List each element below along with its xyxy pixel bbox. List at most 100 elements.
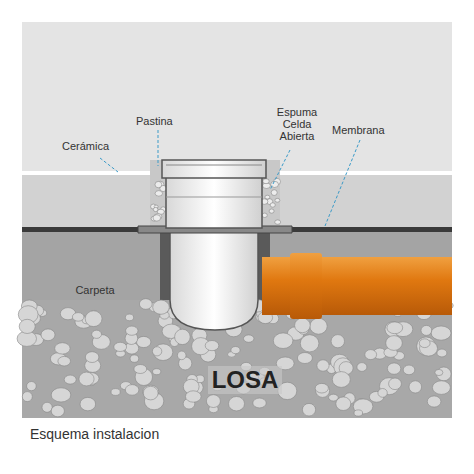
part-label: Membrana (332, 124, 385, 136)
pebble (153, 300, 170, 314)
pebble (336, 397, 351, 411)
pebble (432, 381, 450, 395)
pebble (437, 349, 447, 357)
pebble (295, 318, 311, 333)
pebble (186, 391, 202, 402)
carpeta-band: Carpeta (40, 280, 150, 300)
ceramic-bed (22, 175, 452, 227)
drain-bowl (170, 232, 258, 330)
body-line (166, 197, 262, 198)
pebble (125, 385, 139, 396)
caption: Esquema instalacion (30, 426, 159, 442)
part-label: Espuma Celda Abierta (268, 106, 326, 142)
pebble (58, 356, 71, 366)
pebble (435, 369, 443, 375)
pebble (143, 386, 158, 400)
pebble (64, 375, 76, 384)
pebble (253, 398, 266, 408)
pebble (175, 329, 191, 344)
node-label: Carpeta (75, 284, 114, 296)
pebble (19, 319, 35, 333)
pebble (271, 190, 277, 196)
pebble (389, 378, 402, 390)
pebble (270, 203, 275, 207)
pebble (153, 344, 172, 361)
pebble (317, 360, 329, 371)
pebble (378, 389, 387, 398)
pebble (55, 343, 70, 354)
background-panel (22, 22, 452, 418)
grate-line (166, 165, 262, 166)
pebble (365, 350, 377, 360)
pebble (111, 389, 120, 396)
pebble (427, 396, 441, 407)
pebble (302, 403, 315, 416)
pebble (431, 326, 451, 340)
pebble (41, 329, 55, 341)
pebble (153, 369, 161, 375)
pebble (316, 384, 330, 398)
pebble (263, 179, 269, 184)
pebble (357, 363, 367, 372)
pebble (269, 209, 274, 213)
pebble (331, 335, 344, 348)
pebble (177, 351, 186, 360)
part-label: Pastina (136, 115, 173, 127)
pebble (315, 383, 328, 393)
pebble (80, 397, 96, 410)
pebble (72, 313, 84, 322)
foam-grout (150, 160, 280, 227)
pebble (205, 341, 219, 351)
pebble (262, 213, 267, 217)
pebble (137, 336, 151, 347)
pebble (155, 181, 162, 187)
pebble (152, 347, 161, 356)
pebble (134, 365, 147, 374)
pebble (332, 372, 350, 388)
pebble (27, 382, 37, 391)
pebble (275, 198, 280, 202)
pebble (51, 405, 64, 417)
pebble (79, 372, 94, 386)
pebble (300, 335, 319, 352)
pebble (275, 220, 281, 224)
pebble (22, 392, 32, 402)
pebble (386, 336, 403, 351)
caption-bar (0, 418, 474, 474)
losa-band: LOSA (180, 360, 310, 400)
pebble (114, 342, 127, 351)
pebble (387, 363, 400, 374)
pebble (403, 365, 415, 375)
pebble (387, 322, 403, 334)
pebble (231, 347, 240, 354)
pebble (409, 381, 422, 393)
pebble (155, 191, 162, 197)
pebble (153, 215, 161, 221)
pipe-socket (290, 253, 322, 319)
node-label: LOSA (208, 366, 283, 394)
drain-body (166, 176, 262, 228)
pebble (126, 326, 138, 335)
pebble (354, 410, 363, 416)
pebble (85, 311, 102, 327)
pebble (310, 318, 327, 334)
pebble (421, 325, 432, 335)
pebble (265, 195, 270, 199)
pebble (92, 330, 102, 338)
pebble (244, 335, 254, 342)
pebble (297, 353, 312, 364)
pebble (42, 402, 52, 412)
pebble (206, 395, 220, 408)
pebble (273, 333, 293, 349)
pebble (419, 339, 430, 348)
pebble (51, 388, 71, 402)
pebble (139, 299, 152, 310)
drain-grate (162, 160, 266, 178)
pebble (229, 397, 245, 411)
pebble (125, 314, 133, 321)
part-label: Cerámica (62, 140, 109, 152)
pebble (130, 355, 139, 362)
leader-lines (100, 130, 360, 226)
